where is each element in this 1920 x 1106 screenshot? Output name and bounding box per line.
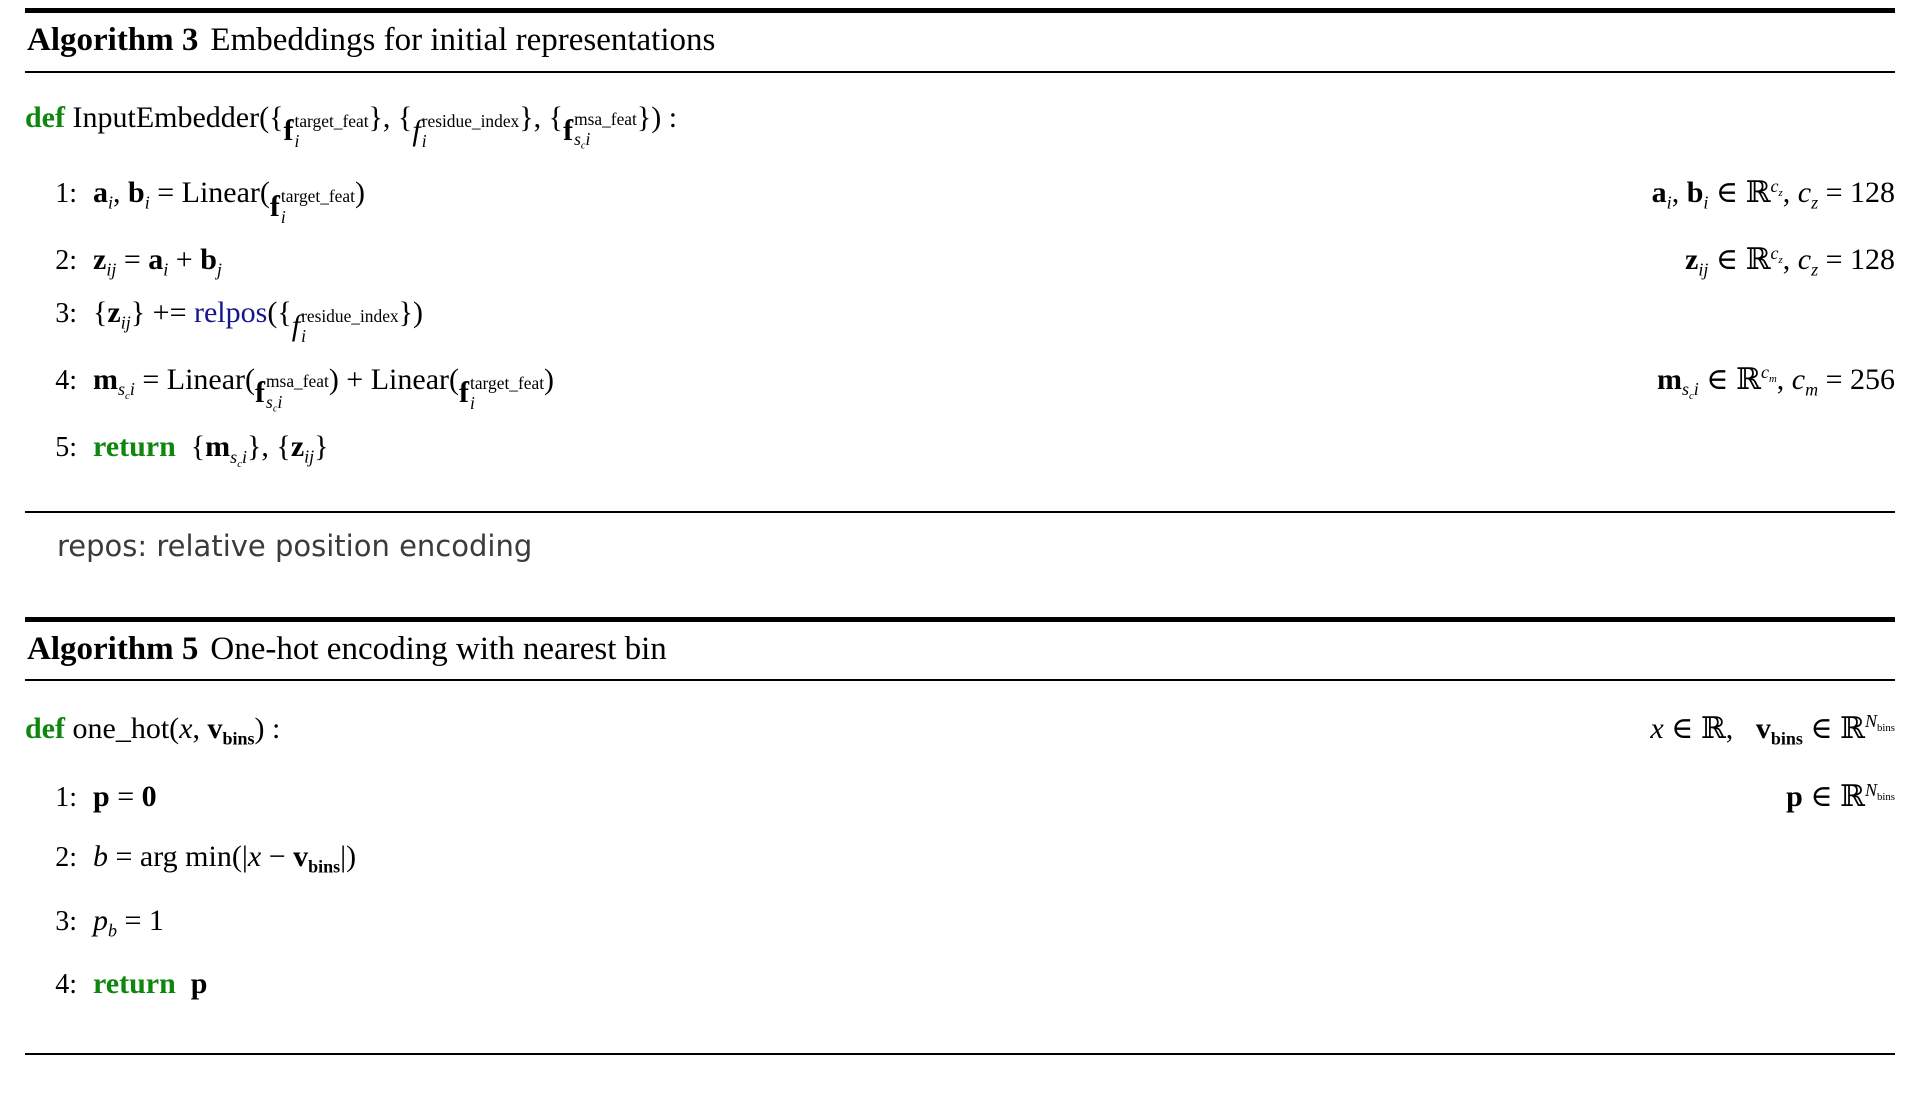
- line-number: 5:: [55, 432, 77, 464]
- line-annotation: zij ∈ ℝcz, cz = 128: [1685, 242, 1895, 280]
- bottom-rule: [25, 1053, 1895, 1055]
- algorithm-label: Algorithm 3: [27, 22, 199, 58]
- line-number: 1:: [55, 782, 77, 814]
- algorithm-line: 2: zij = ai + bj zij ∈ ℝcz, cz = 128: [25, 242, 1895, 280]
- line-formula: b = arg min(|x − vbins|): [93, 840, 357, 877]
- line-number: 1:: [55, 178, 77, 210]
- line-number: 2:: [55, 842, 77, 874]
- keyword: return: [93, 430, 176, 464]
- algorithm-line: 4: return p: [25, 967, 1895, 1001]
- line-formula: zij = ai + bj: [93, 243, 222, 280]
- line-number: 3:: [55, 297, 77, 329]
- def-line: def one_hot(x, vbins) : x ∈ ℝ, vbins ∈ ℝ…: [25, 711, 1895, 749]
- algorithm-line: 5: return {msci}, {zij}: [25, 430, 1895, 469]
- line-formula: pb = 1: [93, 903, 164, 940]
- line-formula: p = 0: [93, 780, 157, 814]
- algorithm-title-text: Embeddings for initial representations: [210, 22, 716, 58]
- line-number: 2:: [55, 245, 77, 277]
- keyword: return: [93, 967, 176, 1000]
- algorithm-5-title: Algorithm 5 One-hot encoding with nearest…: [25, 622, 1895, 680]
- algorithm-5-body: def one_hot(x, vbins) : x ∈ ℝ, vbins ∈ ℝ…: [25, 681, 1895, 1053]
- algorithm-line: 1: p = 0 p ∈ ℝNbins: [25, 779, 1895, 814]
- title-rule: [25, 679, 1895, 682]
- algorithm-title-text: One-hot encoding with nearest bin: [210, 630, 667, 667]
- line-number: 4:: [55, 969, 77, 1000]
- line-formula: return p: [93, 967, 208, 1000]
- keyword: def: [25, 100, 65, 134]
- line-annotation: ai, bi ∈ ℝcz, cz = 128: [1651, 175, 1895, 213]
- algorithm-label: Algorithm 5: [27, 630, 199, 667]
- algorithm-3-title: Algorithm 3 Embeddings for initial repres…: [25, 13, 1895, 71]
- algorithm-line: 2: b = arg min(|x − vbins|): [25, 840, 1895, 877]
- line-number: 3:: [55, 905, 77, 937]
- line-formula: return {msci}, {zij}: [93, 430, 329, 470]
- def-formula: def one_hot(x, vbins) :: [25, 712, 281, 749]
- line-annotation: msci ∈ ℝcm, cm = 256: [1656, 361, 1895, 402]
- line-annotation: x ∈ ℝ, vbins ∈ ℝNbins: [1650, 711, 1895, 749]
- line-number: 4:: [55, 364, 77, 396]
- algorithm-5-block: Algorithm 5 One-hot encoding with nearest…: [25, 616, 1895, 1055]
- line-annotation: p ∈ ℝNbins: [1786, 779, 1895, 814]
- bottom-rule: [25, 510, 1895, 513]
- algorithm-line: 3: pb = 1: [25, 904, 1895, 941]
- algorithm-3-block: Algorithm 3 Embeddings for initial repres…: [25, 8, 1895, 563]
- top-rule: [25, 8, 1895, 13]
- title-rule: [25, 70, 1895, 73]
- keyword: def: [25, 712, 65, 746]
- relpos-link[interactable]: relpos: [194, 295, 268, 329]
- top-rule: [25, 616, 1895, 622]
- algorithm-footnote: repos: relative position encoding: [57, 528, 533, 563]
